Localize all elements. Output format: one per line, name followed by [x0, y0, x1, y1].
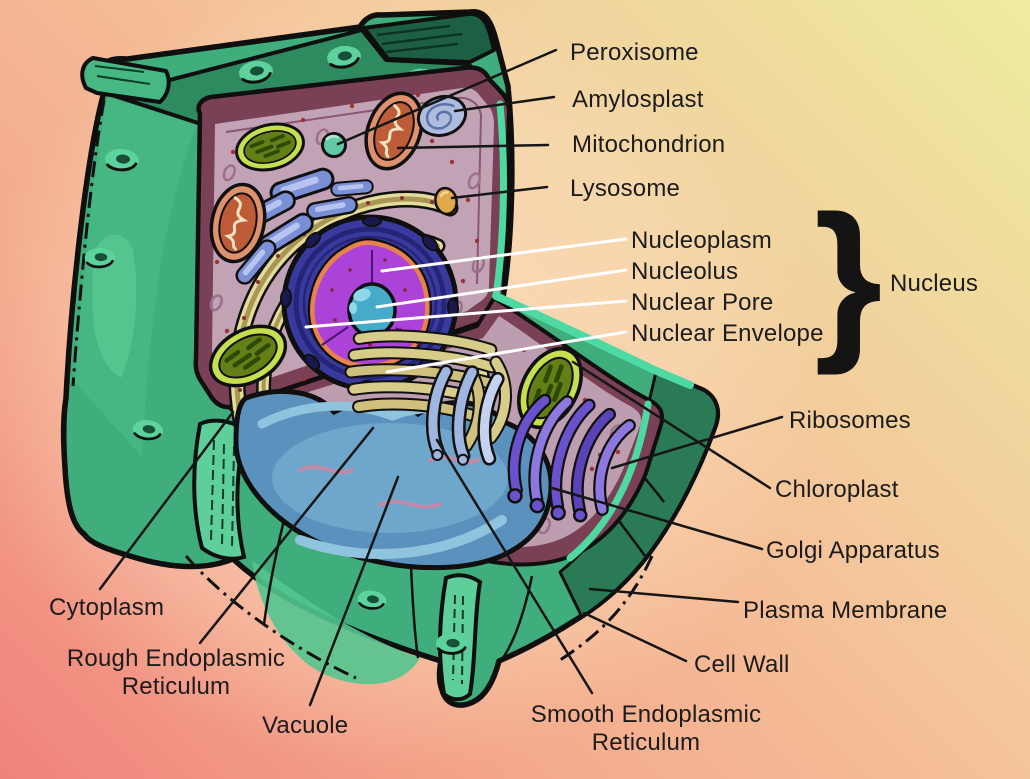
nucleus	[279, 214, 460, 392]
leader-nucleoplasm	[380, 237, 628, 273]
flap-stripes	[376, 24, 463, 54]
leader-cytoplasm	[98, 410, 235, 591]
black-leader-lines	[98, 48, 784, 707]
leader-nuclear-pore	[304, 299, 628, 329]
label-cell-wall: Cell Wall	[694, 651, 790, 678]
golgi-apparatus-shape	[507, 393, 636, 523]
label-nuclear-envelope: Nuclear Envelope	[631, 320, 824, 347]
label-chloroplast: Chloroplast	[775, 476, 899, 503]
nucleolus-highlight	[353, 288, 371, 302]
lysosome	[434, 186, 458, 216]
label-nucleolus: Nucleolus	[631, 258, 739, 285]
label-lysosome: Lysosome	[570, 175, 681, 202]
white-leader-lines	[304, 237, 628, 374]
leader-plasma-membrane	[588, 587, 740, 604]
leader-lysosome	[450, 185, 549, 200]
leader-cell-wall	[582, 611, 688, 663]
leader-nuclear-envelope	[385, 330, 628, 374]
leader-vacuole	[308, 475, 400, 707]
leader-mitochondrion	[396, 143, 550, 150]
mint-rim-strips	[492, 100, 694, 562]
leader-rough-er	[198, 426, 375, 645]
leader-chloroplast	[571, 360, 772, 490]
label-peroxisome: Peroxisome	[570, 39, 699, 66]
leader-smooth-er	[435, 438, 594, 695]
peroxisome	[321, 132, 347, 158]
smooth-er-folds-blue	[425, 364, 505, 466]
label-nucleoplasm: Nucleoplasm	[631, 227, 772, 254]
panel-inner-line	[225, 96, 483, 285]
label-smooth-endoplasmic-reticulum: Smooth Endoplasmic Reticulum	[530, 701, 762, 756]
leader-amyloplast	[453, 95, 556, 113]
label-rough-endoplasmic-reticulum: Rough Endoplasmic Reticulum	[66, 645, 286, 700]
left-flap-stripes	[94, 65, 151, 85]
nucleus-brace: }	[814, 180, 883, 376]
label-mitochondrion: Mitochondrion	[572, 131, 726, 158]
label-plasma-membrane: Plasma Membrane	[743, 597, 948, 624]
label-nuclear-pore: Nuclear Pore	[631, 289, 774, 316]
left-wall-mint-blob	[92, 234, 137, 378]
label-golgi-apparatus: Golgi Apparatus	[766, 537, 940, 564]
left-wall-highlight	[75, 97, 197, 456]
label-cytoplasm: Cytoplasm	[49, 594, 165, 621]
label-nucleus: Nucleus	[890, 270, 979, 297]
label-amyloplast: Amylosplast	[572, 86, 704, 113]
label-ribosomes: Ribosomes	[789, 407, 911, 434]
leader-peroxisome	[336, 48, 558, 146]
bottom-wall-mint-blob	[252, 560, 420, 685]
label-vacuole: Vacuole	[262, 712, 349, 739]
leader-golgi	[550, 486, 764, 551]
leader-nucleolus	[375, 268, 628, 309]
